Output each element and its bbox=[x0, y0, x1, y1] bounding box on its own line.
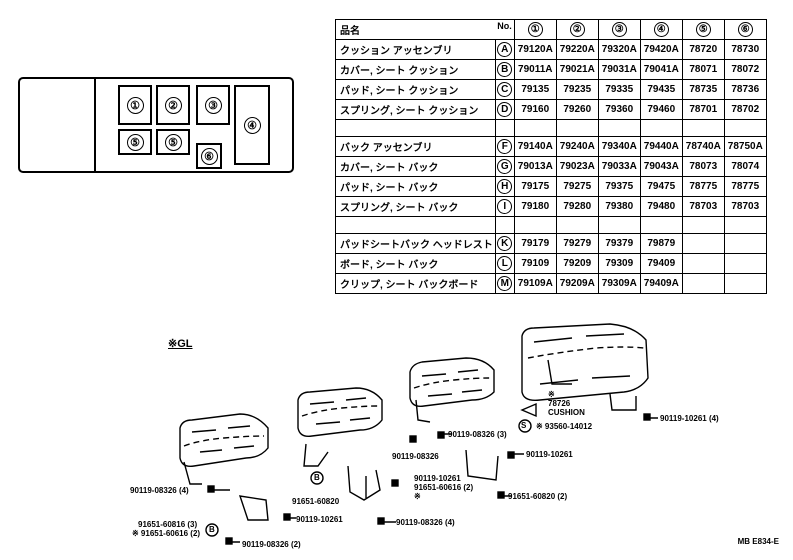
seat-cushion-1 bbox=[179, 413, 269, 468]
gl-label: ※GL bbox=[168, 338, 193, 350]
seat-number: ① bbox=[126, 96, 144, 114]
seat-position-6: ⑥ bbox=[196, 143, 222, 169]
label-90119-08326-4: 90119-08326 (4) bbox=[396, 518, 455, 527]
header-name: 品名 bbox=[340, 26, 360, 37]
label-91651-60616-2: 91651-60616 (2) bbox=[414, 483, 474, 492]
label-93560-14012: ※ 93560-14012 bbox=[536, 422, 593, 431]
seat-position-2: ② bbox=[156, 85, 190, 125]
bracket bbox=[303, 443, 329, 467]
vehicle-front bbox=[20, 79, 96, 171]
label-78726: ※ 78726 CUSHION bbox=[548, 390, 585, 417]
vehicle-seat-diagram: ① ② ③ ④ ⑤ ⑤ ⑥ bbox=[18, 77, 294, 173]
header-no: No. bbox=[497, 21, 512, 31]
bolt-icons bbox=[207, 413, 651, 545]
label-90119-10261-4: 90119-10261 (4) bbox=[660, 414, 719, 423]
part-number-cell bbox=[723, 273, 767, 294]
mark-b-circle bbox=[205, 523, 219, 537]
column-header: ② bbox=[555, 19, 599, 40]
label-90119-10261-c: 90119-10261 bbox=[296, 515, 343, 524]
seat-number: ② bbox=[164, 96, 182, 114]
label-91651-60820: 91651-60820 bbox=[292, 497, 340, 506]
bracket bbox=[347, 465, 381, 501]
label-90119-10261-b: 90119-10261 bbox=[414, 474, 461, 483]
label-90119-10261: 90119-10261 bbox=[526, 450, 573, 459]
label-90119-08326-2: 90119-08326 (2) bbox=[242, 540, 301, 549]
seat-number: ③ bbox=[204, 96, 222, 114]
mark-b: B bbox=[314, 473, 320, 482]
mark-b-circle bbox=[310, 471, 324, 485]
seat-cushion-3 bbox=[409, 357, 495, 408]
seat-cushion-4 bbox=[521, 323, 649, 402]
seat-position-3: ③ bbox=[196, 85, 230, 125]
label-91651-60816-3: 91651-60816 (3) bbox=[138, 520, 198, 529]
mark-b: B bbox=[209, 525, 215, 534]
bracket bbox=[609, 393, 637, 411]
table-spacer-row bbox=[335, 119, 767, 137]
part-name: クリップ, シート バックボード bbox=[335, 273, 496, 294]
seat-position-4: ④ bbox=[234, 85, 270, 165]
seat-number: ④ bbox=[243, 116, 261, 134]
label-90119-08326-4b: 90119-08326 (4) bbox=[130, 486, 189, 495]
label-91651-60820-2: 91651-60820 (2) bbox=[508, 492, 568, 501]
seat-position-5b: ⑤ bbox=[156, 129, 190, 155]
bracket bbox=[183, 461, 202, 485]
part-mark: M bbox=[494, 273, 515, 294]
seat-position-1: ① bbox=[118, 85, 152, 125]
seat-position-5a: ⑤ bbox=[118, 129, 152, 155]
header-name-cell: 品名 No. bbox=[335, 19, 515, 40]
mark-s: S bbox=[521, 421, 527, 430]
bracket bbox=[547, 359, 572, 385]
seat-number: ⑥ bbox=[200, 147, 218, 165]
label-91651-60616-2-star: ※ 91651-60616 (2) bbox=[132, 529, 201, 538]
label-asterisk: ※ bbox=[414, 492, 421, 501]
seat-number: ⑤ bbox=[164, 133, 182, 151]
table-header: 品名 No. ① ② ③ ④ ⑤ ⑥ bbox=[335, 19, 767, 40]
mark-s-circle bbox=[518, 419, 532, 433]
bracket bbox=[465, 449, 499, 481]
part-mark: F bbox=[494, 136, 515, 157]
part-number-cell: 78072 bbox=[723, 59, 767, 80]
figure-code: MB E834-E bbox=[737, 537, 779, 546]
cushion-block bbox=[520, 402, 537, 418]
seat-cushion-2 bbox=[297, 387, 383, 438]
seat-number: ⑤ bbox=[126, 133, 144, 151]
bracket bbox=[238, 495, 269, 521]
label-90119-08326-3: 90119-08326 (3) bbox=[448, 430, 507, 439]
label-90119-08326: 90119-08326 bbox=[392, 452, 439, 461]
